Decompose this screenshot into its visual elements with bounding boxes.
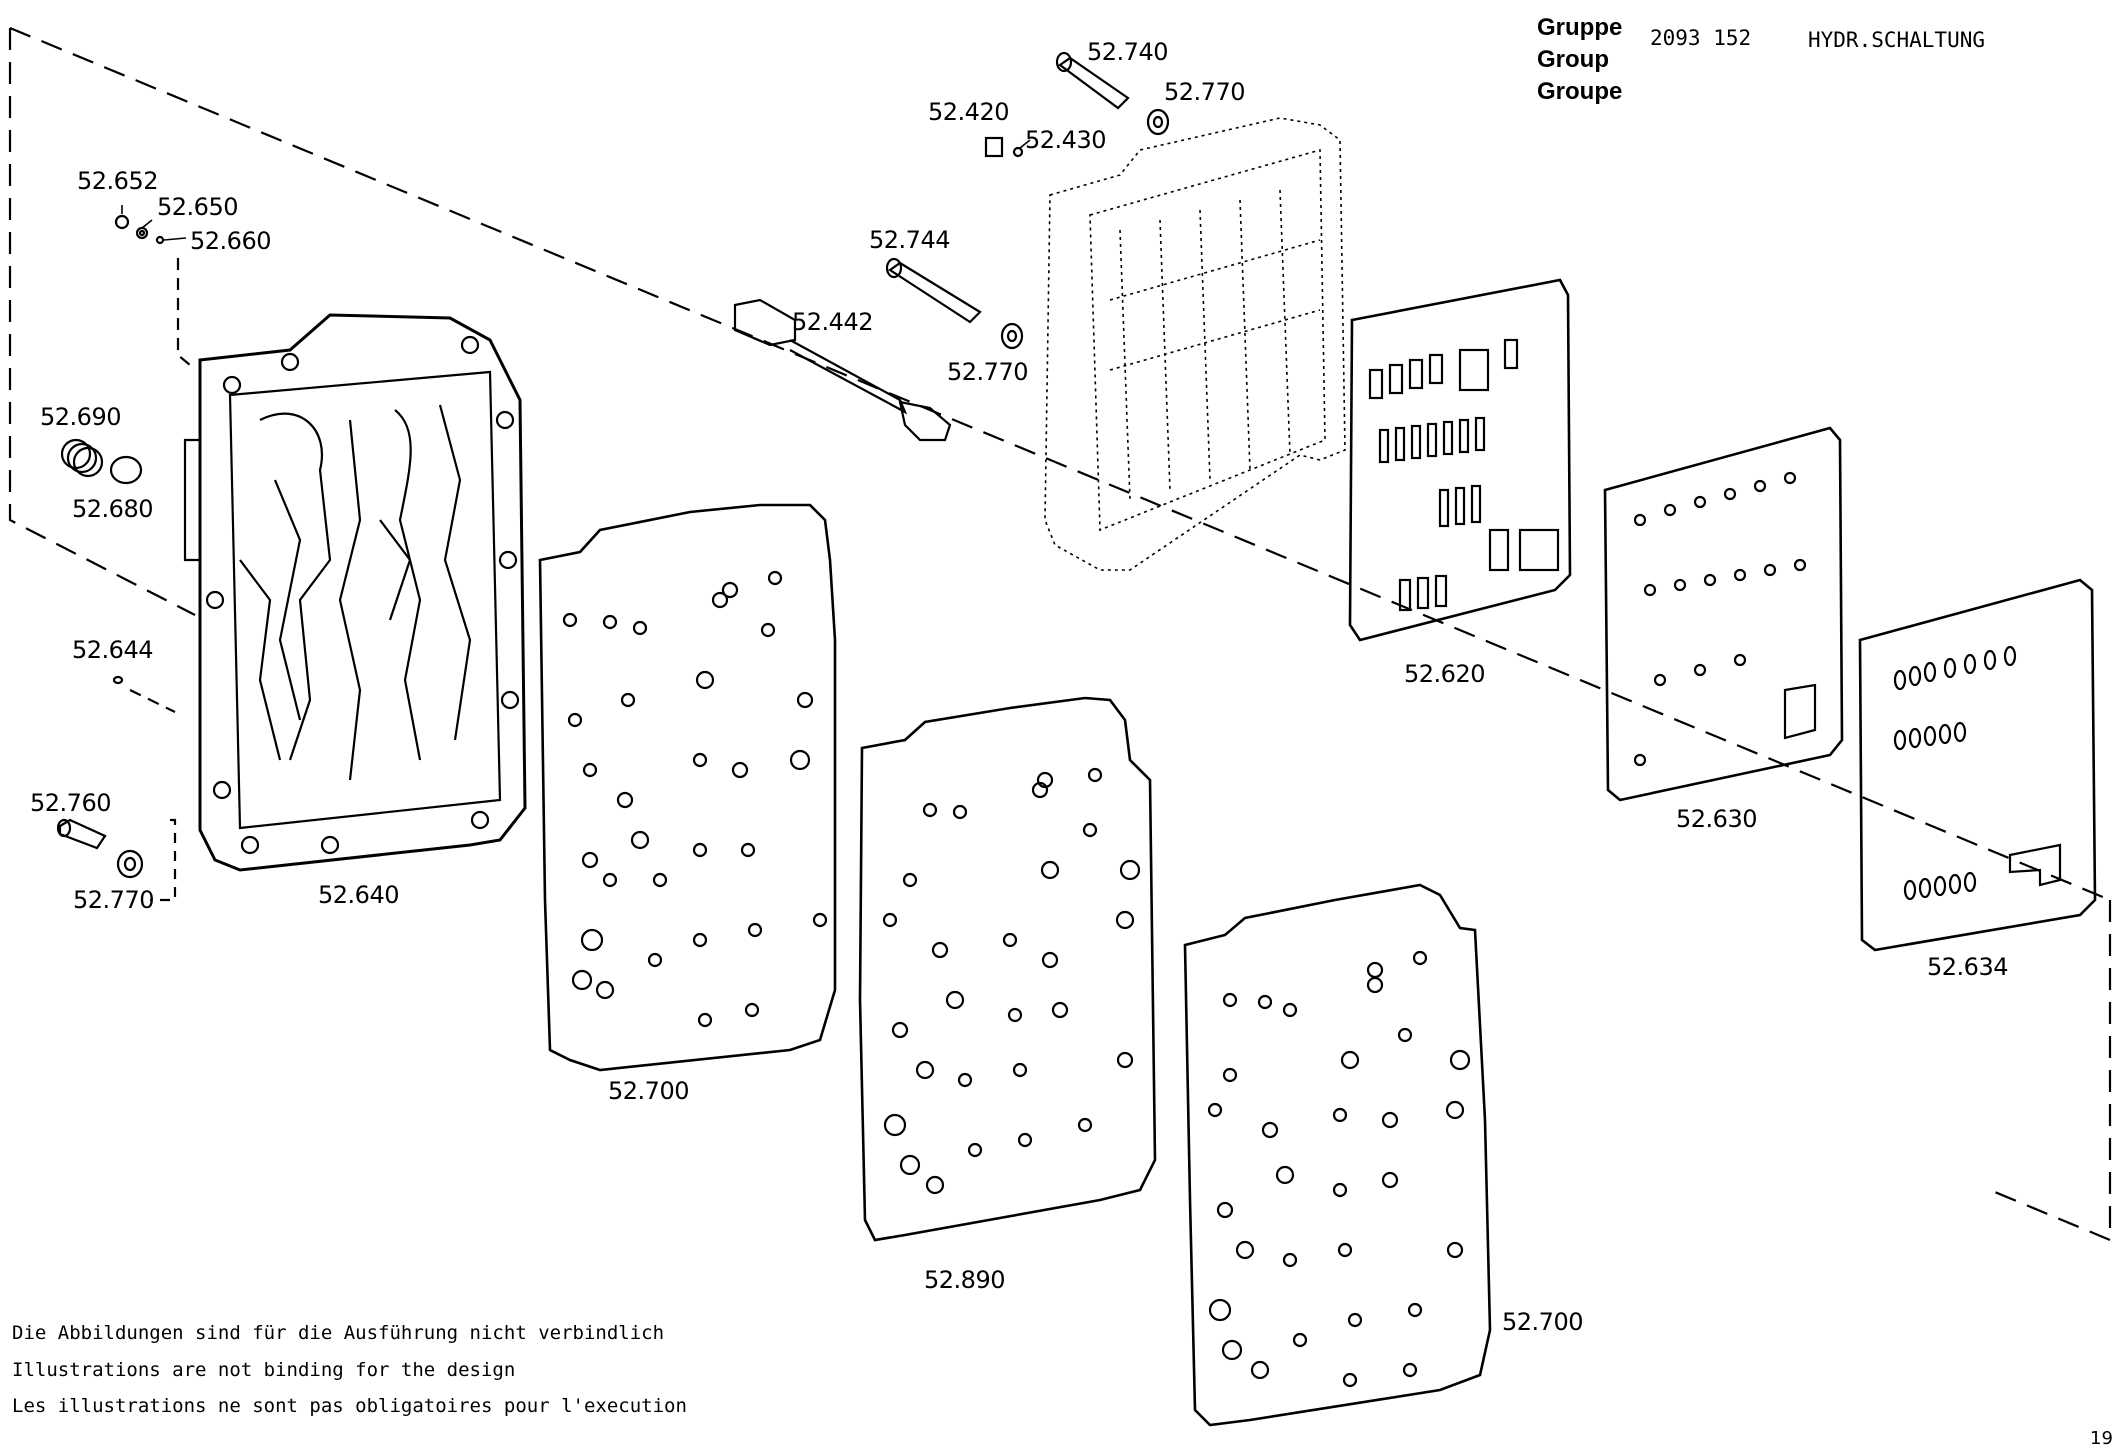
part-52430: [1012, 146, 1024, 158]
label-52770-left: 52.770: [73, 886, 154, 914]
label-52890: 52.890: [924, 1266, 1005, 1294]
label-52640: 52.640: [318, 881, 399, 909]
plate-52620: [1348, 278, 1572, 642]
leader-lines: [121, 139, 1031, 241]
channel-plate-dotted: [1044, 117, 1346, 571]
group-label-de: Gruppe: [1537, 14, 1623, 41]
label-52700-upper: 52.700: [608, 1077, 689, 1105]
disclaimer-en: Illustrations are not binding for the de…: [12, 1359, 516, 1381]
gasket-52890-holes: [882, 767, 1141, 1195]
valve-body-bolt-holes: [205, 335, 520, 855]
gasket-52700-lower-holes: [1207, 950, 1471, 1388]
group-title: HYDR.SCHALTUNG: [1808, 28, 1986, 52]
leader-52760: [150, 818, 177, 902]
gasket-52700-lower: [1183, 883, 1492, 1427]
leader-52660: [176, 258, 191, 366]
label-52620: 52.620: [1404, 660, 1485, 688]
label-52660: 52.660: [190, 227, 271, 255]
page-number: 19: [2090, 1428, 2113, 1449]
spring-52690: [60, 438, 104, 478]
leader-52644: [129, 689, 176, 713]
label-52700-lower: 52.700: [1502, 1308, 1583, 1336]
bolt-52740: [1055, 51, 1130, 110]
washer-52770-mid: [1000, 322, 1024, 350]
group-number: 2093 152: [1650, 26, 1752, 50]
plate-52630-holes: [1633, 471, 1807, 767]
gasket-52700-upper: [538, 503, 837, 1072]
label-52630: 52.630: [1676, 805, 1757, 833]
label-52770-top: 52.770: [1164, 78, 1245, 106]
part-52652: [114, 214, 130, 230]
group-label-en: Group: [1537, 46, 1609, 73]
plug-52680: [109, 455, 143, 485]
label-52644: 52.644: [72, 636, 153, 664]
plate-52634-holes: [1893, 645, 2017, 901]
harness-52442: [733, 298, 952, 442]
label-52770-mid: 52.770: [947, 358, 1028, 386]
label-52740: 52.740: [1087, 38, 1168, 66]
label-52420: 52.420: [928, 98, 1009, 126]
label-52760: 52.760: [30, 789, 111, 817]
plate-52630: [1603, 426, 1844, 802]
label-52652: 52.652: [77, 167, 158, 195]
label-52680: 52.680: [72, 495, 153, 523]
label-52650: 52.650: [157, 193, 238, 221]
label-52442: 52.442: [792, 308, 873, 336]
pin-52644: [112, 675, 124, 685]
plate-52634: [1858, 578, 2097, 952]
part-52660: [155, 235, 165, 245]
part-52650: [135, 226, 149, 240]
label-52744: 52.744: [869, 226, 950, 254]
label-52690: 52.690: [40, 403, 121, 431]
bolt-52744: [885, 257, 982, 324]
bolt-52760: [56, 818, 107, 850]
label-52430: 52.430: [1025, 126, 1106, 154]
label-52634: 52.634: [1927, 953, 2008, 981]
disclaimer-fr: Les illustrations ne sont pas obligatoir…: [12, 1395, 687, 1417]
part-52420: [984, 136, 1004, 158]
gasket-52890: [858, 696, 1157, 1242]
group-label-fr: Groupe: [1537, 78, 1623, 105]
disclaimer-de: Die Abbildungen sind für die Ausführung …: [12, 1322, 665, 1344]
valve-body-52640: [183, 313, 527, 872]
assembly-boundary-dashed: [8, 26, 2112, 1242]
washer-52770-top: [1146, 108, 1170, 136]
washer-52770-left: [116, 849, 144, 879]
gasket-52700-upper-holes: [562, 570, 828, 1028]
